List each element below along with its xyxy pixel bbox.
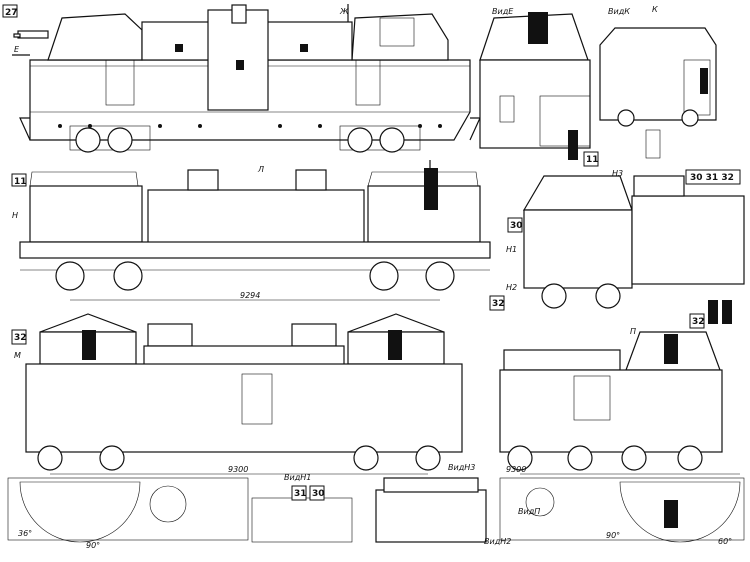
dimension-label: 9300 bbox=[228, 465, 248, 474]
view-label-h3: ВидН3 bbox=[448, 463, 475, 472]
figure-number: 32 bbox=[14, 333, 27, 343]
dimension-label: 9294 bbox=[240, 291, 260, 300]
arrow-label-n3: Н3 bbox=[612, 169, 623, 178]
arrow-label-n: Н bbox=[12, 211, 18, 220]
angle-label: 90° bbox=[606, 531, 620, 540]
figure-number: 11 bbox=[14, 177, 27, 187]
armored-wagon-side-view: 27 bbox=[2, 4, 481, 153]
dimension-label: 9300 bbox=[506, 465, 526, 474]
angle-label: 36° bbox=[18, 529, 32, 538]
figure-number: 32 bbox=[492, 299, 505, 309]
wagon-side-view-32: 32 М 9300 bbox=[11, 313, 463, 475]
figure-number: 11 bbox=[586, 155, 599, 165]
arrow-label-zh: Ж bbox=[339, 7, 349, 16]
view-label-p: ВидП bbox=[518, 507, 540, 516]
arrow-label-n1: Н1 bbox=[506, 245, 517, 254]
arrow-label-p: П bbox=[630, 327, 636, 336]
arrow-label-e: Е bbox=[14, 45, 20, 54]
car-view-32: 32 32 П 9300 bbox=[489, 295, 740, 475]
figure-number: 31 bbox=[294, 489, 307, 499]
view-label-h2: ВидН2 bbox=[484, 537, 511, 546]
figure-number: 32 bbox=[692, 317, 705, 327]
end-view-e: ВидЕ 11 bbox=[479, 7, 599, 167]
figure-number: 30 bbox=[510, 221, 523, 231]
wagon-side-view-11: 11 9294 Н Л bbox=[11, 160, 491, 301]
arrow-label-l: Л bbox=[257, 165, 264, 174]
angle-label: 90° bbox=[86, 541, 100, 550]
figure-number-list: 30 31 32 bbox=[690, 173, 734, 183]
figure-number: 30 bbox=[312, 489, 325, 499]
angle-label: 60° bbox=[718, 537, 732, 546]
arrow-label-k: К bbox=[652, 5, 658, 14]
view-label-e: ВидЕ bbox=[492, 7, 514, 16]
armored-car-view-30: 30 31 32 Н3 30 Н1 Н2 bbox=[506, 169, 745, 309]
arrow-label-n2: Н2 bbox=[506, 283, 517, 292]
arrow-label-m: М bbox=[14, 351, 21, 360]
view-label-h1: ВидН1 bbox=[284, 473, 311, 482]
view-label-k: ВидК bbox=[608, 7, 630, 16]
figure-number: 27 bbox=[5, 8, 18, 18]
end-view-k: ВидК К bbox=[599, 5, 717, 159]
underside-views: 36° 31 30 ВидН1 ВидН3 ВидН2 90° ВидП 90°… bbox=[7, 463, 745, 550]
